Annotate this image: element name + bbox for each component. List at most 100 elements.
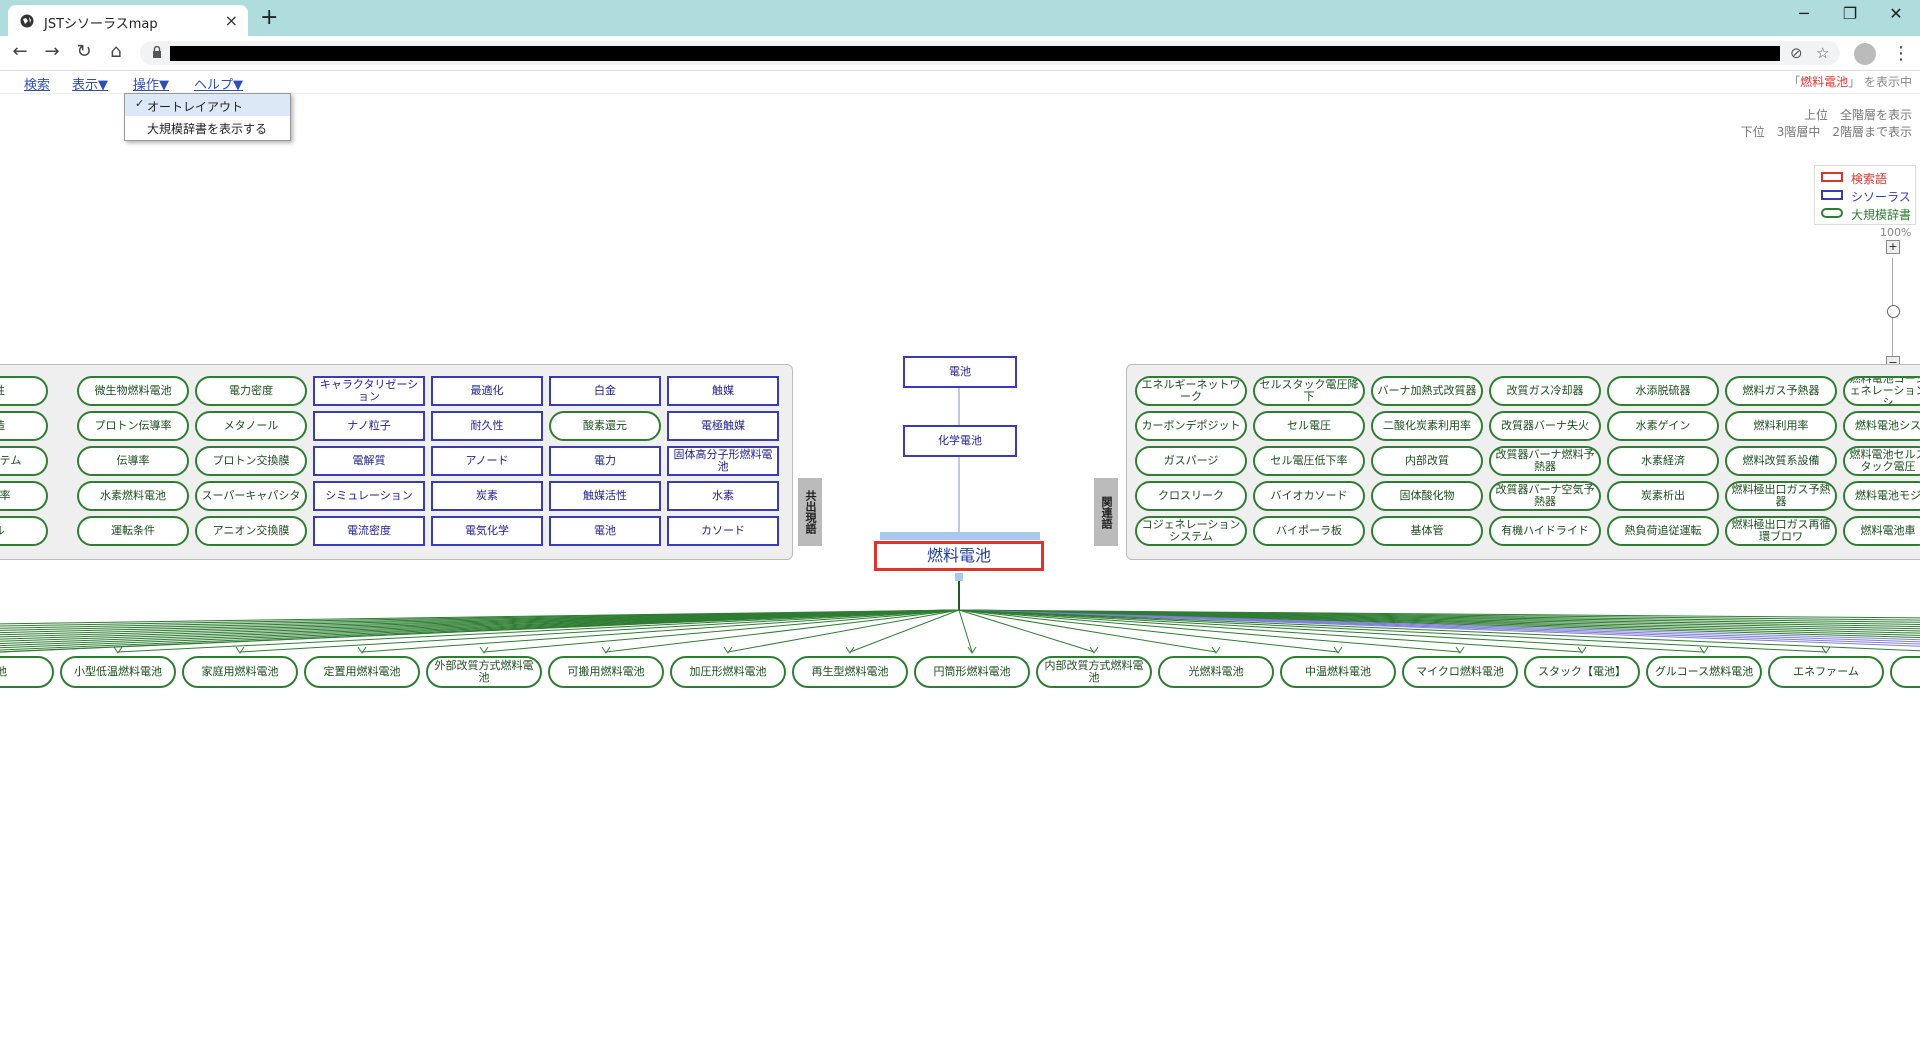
related-node[interactable]: セルスタック電圧降下 (1253, 376, 1365, 406)
cooccurrence-node[interactable]: オン伝導率 (0, 481, 48, 511)
center-node-search-term[interactable]: 燃料電池 (874, 541, 1044, 571)
center-node-handle[interactable] (955, 573, 963, 581)
related-node[interactable]: 水素経済 (1607, 446, 1719, 476)
tab-close-button[interactable]: × (224, 11, 238, 30)
cooccurrence-node[interactable]: 炭素 (431, 481, 543, 511)
child-node[interactable]: スタック【電池】 (1524, 656, 1640, 688)
address-bar[interactable]: ⊘ ☆ (140, 41, 1840, 65)
child-node[interactable]: 再生型燃料電池 (792, 656, 908, 688)
related-node[interactable]: 燃料改質系設備 (1725, 446, 1837, 476)
child-node[interactable]: 加圧形燃料電池 (670, 656, 786, 688)
url-text-redacted[interactable] (170, 46, 1780, 61)
cooccurrence-node[interactable]: アノード (431, 446, 543, 476)
cooccurrence-node[interactable]: キャラクタリゼーション (313, 376, 425, 406)
related-node[interactable]: 内部改質 (1371, 446, 1483, 476)
child-node[interactable]: 小型低温燃料電池 (60, 656, 176, 688)
related-node[interactable]: 燃料利用率 (1725, 411, 1837, 441)
star-icon[interactable]: ☆ (1816, 44, 1830, 62)
child-node[interactable]: エネファーム (1768, 656, 1884, 688)
related-node[interactable]: セル電圧低下率 (1253, 446, 1365, 476)
zoom-slider-handle[interactable] (1887, 305, 1900, 318)
child-node[interactable]: グルコース燃料電池 (1646, 656, 1762, 688)
cooccurrence-node[interactable]: 電池 (549, 516, 661, 546)
menu-view[interactable]: 表示▼ (72, 78, 108, 93)
minimize-icon[interactable]: ─ (1799, 4, 1809, 23)
related-node[interactable]: ガスパージ (1135, 446, 1247, 476)
menu-item-auto-layout[interactable]: ✓ オートレイアウト (125, 94, 290, 116)
related-node[interactable]: エネルギーネットワーク (1135, 376, 1247, 406)
cooccurrence-node[interactable]: アニオン交換膜 (195, 516, 307, 546)
cooccurrence-node[interactable]: 触媒 (667, 376, 779, 406)
cooccurrence-node[interactable]: プロトン交換膜 (195, 446, 307, 476)
cooccurrence-node[interactable]: 水素製造 (0, 411, 48, 441)
menu-operation[interactable]: 操作▼ (133, 78, 169, 93)
related-node[interactable]: 二酸化炭素利用率 (1371, 411, 1483, 441)
related-node[interactable]: 改質ガス冷却器 (1489, 376, 1601, 406)
parent-node[interactable]: 電池 (903, 356, 1017, 388)
cooccurrence-node[interactable]: 水素燃料電池 (77, 481, 189, 511)
home-icon[interactable]: ⌂ (110, 41, 122, 62)
related-node[interactable]: 炭素析出 (1607, 481, 1719, 511)
related-node[interactable]: 改質器バーナ燃料予熱器 (1489, 446, 1601, 476)
menu-search[interactable]: 検索 (24, 78, 51, 93)
child-node[interactable]: 円筒形燃料電池 (914, 656, 1030, 688)
cooccurrence-node[interactable]: 最適化 (431, 376, 543, 406)
child-node[interactable]: 定置用燃料電池 (304, 656, 420, 688)
cooccurrence-node[interactable]: 固体高分子形燃料電池 (667, 446, 779, 476)
related-node[interactable]: 燃料電池セルスタック電圧 (1843, 446, 1920, 476)
related-node[interactable]: バイオカソード (1253, 481, 1365, 511)
cooccurrence-node[interactable]: 触媒活性 (0, 376, 48, 406)
menu-item-show-dictionary[interactable]: 大規模辞書を表示する (147, 122, 268, 136)
related-node[interactable]: 燃料電池コージェネレーションシ (1843, 376, 1920, 406)
cooccurrence-node[interactable]: プロトン伝導率 (77, 411, 189, 441)
related-node[interactable]: 有機ハイドライド (1489, 516, 1601, 546)
child-node[interactable]: 中温燃料電池 (1280, 656, 1396, 688)
related-node[interactable]: 燃料ガス予熱器 (1725, 376, 1837, 406)
menu-help[interactable]: ヘルプ▼ (194, 78, 243, 93)
related-node[interactable]: バイポーラ板 (1253, 516, 1365, 546)
restore-icon[interactable]: ❐ (1842, 4, 1858, 23)
related-node[interactable]: 水添脱硫器 (1607, 376, 1719, 406)
profile-icon[interactable] (1854, 43, 1876, 65)
browser-tab[interactable]: JSTシソーラスmap × (8, 5, 248, 36)
cooccurrence-node[interactable]: 電解質 (313, 446, 425, 476)
zoom-in-icon[interactable]: + (1886, 240, 1900, 254)
related-node[interactable]: セル電圧 (1253, 411, 1365, 441)
related-label[interactable]: 関連語 (1094, 478, 1118, 546)
cooccurrence-node[interactable]: 酸素還元 (549, 411, 661, 441)
cooccurrence-node[interactable]: 電力 (549, 446, 661, 476)
related-node[interactable]: 燃料極出口ガス再循環ブロワ (1725, 516, 1837, 546)
back-arrow-icon[interactable]: ← (12, 41, 28, 62)
cooccurrence-node[interactable]: スーパーキャパシタ (195, 481, 307, 511)
blocked-icon[interactable]: ⊘ (1790, 44, 1803, 62)
cooccurrence-node[interactable]: 運転条件 (77, 516, 189, 546)
reload-icon[interactable]: ↻ (76, 41, 92, 62)
related-node[interactable]: 改質器バーナ失火 (1489, 411, 1601, 441)
related-node[interactable]: クロスリーク (1135, 481, 1247, 511)
child-node[interactable]: 光燃料電池 (1158, 656, 1274, 688)
related-node[interactable]: 改質器バーナ空気予熱器 (1489, 481, 1601, 511)
forward-arrow-icon[interactable]: → (44, 41, 60, 62)
window-close-icon[interactable]: ✕ (1889, 4, 1903, 23)
child-node[interactable]: アルカ (1890, 656, 1920, 688)
child-node[interactable]: 家庭用燃料電池 (182, 656, 298, 688)
cooccurrence-node[interactable]: メタノール (195, 411, 307, 441)
related-node[interactable]: 燃料極出口ガス予熱器 (1725, 481, 1837, 511)
cooccurrence-label[interactable]: 共出現語 (798, 478, 822, 546)
related-node[interactable]: バーナ加熱式改質器 (1371, 376, 1483, 406)
cooccurrence-node[interactable]: 伝導率 (77, 446, 189, 476)
cooccurrence-node[interactable]: シミュレーション (313, 481, 425, 511)
child-node[interactable]: 内部改質方式燃料電池 (1036, 656, 1152, 688)
cooccurrence-node[interactable]: 電気化学 (431, 516, 543, 546)
related-node[interactable]: 燃料電池モジ (1843, 481, 1920, 511)
cooccurrence-node[interactable]: ナノ粒子 (313, 411, 425, 441)
cooccurrence-node[interactable]: カソード (667, 516, 779, 546)
child-node[interactable]: 電池 (0, 656, 54, 688)
new-tab-button[interactable]: + (260, 5, 279, 30)
related-node[interactable]: 基体管 (1371, 516, 1483, 546)
cooccurrence-node[interactable]: 電極触媒 (667, 411, 779, 441)
cooccurrence-node[interactable]: 電力密度 (195, 376, 307, 406)
cooccurrence-node[interactable]: 電流密度 (313, 516, 425, 546)
cooccurrence-node[interactable]: 水素 (667, 481, 779, 511)
cooccurrence-node[interactable]: 触媒活性 (549, 481, 661, 511)
